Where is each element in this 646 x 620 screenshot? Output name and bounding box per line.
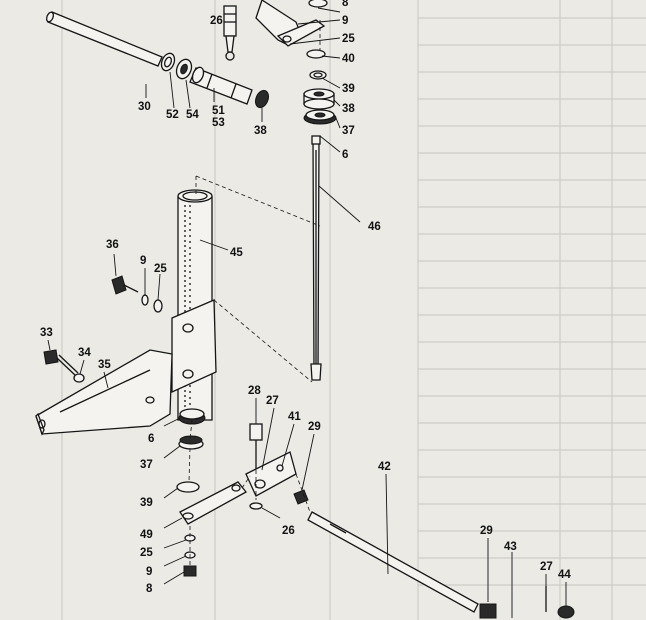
bearing-52 [160, 52, 176, 72]
leader-lines [47, 7, 567, 618]
callout-39-lower: 39 [140, 497, 153, 509]
assembly-lines [188, 20, 321, 566]
plate-upper [255, 0, 326, 47]
callout-26-lower: 26 [282, 525, 295, 537]
callout-9-lower: 9 [146, 566, 152, 578]
column-45 [171, 189, 217, 421]
bolt-33 [43, 349, 79, 377]
sleeve-51-53 [189, 66, 253, 105]
callout-54: 54 [186, 109, 199, 121]
callout-25-left: 25 [154, 263, 167, 275]
callout-8-top: 8 [342, 0, 349, 9]
callout-46: 46 [368, 221, 381, 233]
callout-30: 30 [138, 101, 151, 113]
callout-33: 33 [40, 327, 53, 339]
washer-39-lower [176, 481, 200, 493]
bracket-35 [35, 349, 173, 436]
callout-28: 28 [248, 385, 261, 397]
callout-25-lower: 25 [140, 547, 153, 559]
washer-stack-top [306, 0, 328, 80]
bearing-6-lower [178, 408, 206, 425]
callout-8-lower: 8 [146, 583, 153, 595]
bearing-38-right [303, 88, 335, 110]
callout-26-top: 26 [210, 15, 223, 27]
callout-36: 36 [106, 239, 119, 251]
shaft-46 [310, 135, 322, 381]
callout-49: 49 [140, 529, 153, 541]
callout-40: 40 [342, 53, 355, 65]
bearing-38-upper-left [254, 89, 270, 109]
callout-6-lower: 6 [148, 433, 154, 445]
callout-27-right: 27 [540, 561, 553, 573]
bearing-37-right [303, 109, 337, 125]
callout-45: 45 [230, 247, 243, 259]
washer-34 [73, 373, 85, 383]
callout-41: 41 [288, 411, 301, 423]
callout-37-lower: 37 [140, 459, 153, 471]
callout-52: 52 [166, 109, 179, 121]
callout-9-left: 9 [140, 255, 146, 267]
callout-35: 35 [98, 359, 111, 371]
ring-54 [175, 58, 193, 80]
callout-44: 44 [558, 569, 571, 581]
callout-53: 53 [212, 117, 225, 129]
bolt-26-upper [223, 5, 237, 61]
callout-25-top: 25 [342, 33, 355, 45]
shaft-30 [45, 11, 163, 67]
callout-6-top: 6 [342, 149, 348, 161]
washer-44 [557, 605, 575, 619]
callout-29-mid: 29 [308, 421, 321, 433]
callout-34: 34 [78, 347, 91, 359]
clevis-41 [245, 451, 297, 497]
callout-37-top: 37 [342, 125, 355, 137]
callout-27-mid: 27 [266, 395, 279, 407]
callout-38-top: 38 [342, 103, 355, 115]
bearing-37-lower [178, 435, 204, 450]
rod-42 [307, 511, 479, 613]
callout-42: 42 [378, 461, 391, 473]
callout-9-top: 9 [342, 15, 348, 27]
callout-38-left: 38 [254, 125, 267, 137]
lever-49 [179, 481, 247, 525]
callout-51: 51 [212, 105, 225, 117]
callout-43: 43 [504, 541, 517, 553]
nut-29-right [479, 603, 497, 619]
washer-26-lower [249, 502, 263, 510]
bolt-36 [111, 275, 139, 295]
nut-29-left [293, 489, 309, 505]
callout-29-right: 29 [480, 525, 493, 537]
washer-9-25-left [141, 294, 163, 313]
callout-39-top: 39 [342, 83, 355, 95]
callout-labels: 8 9 26 25 40 39 38 37 6 30 52 54 51 53 3… [40, 0, 571, 595]
